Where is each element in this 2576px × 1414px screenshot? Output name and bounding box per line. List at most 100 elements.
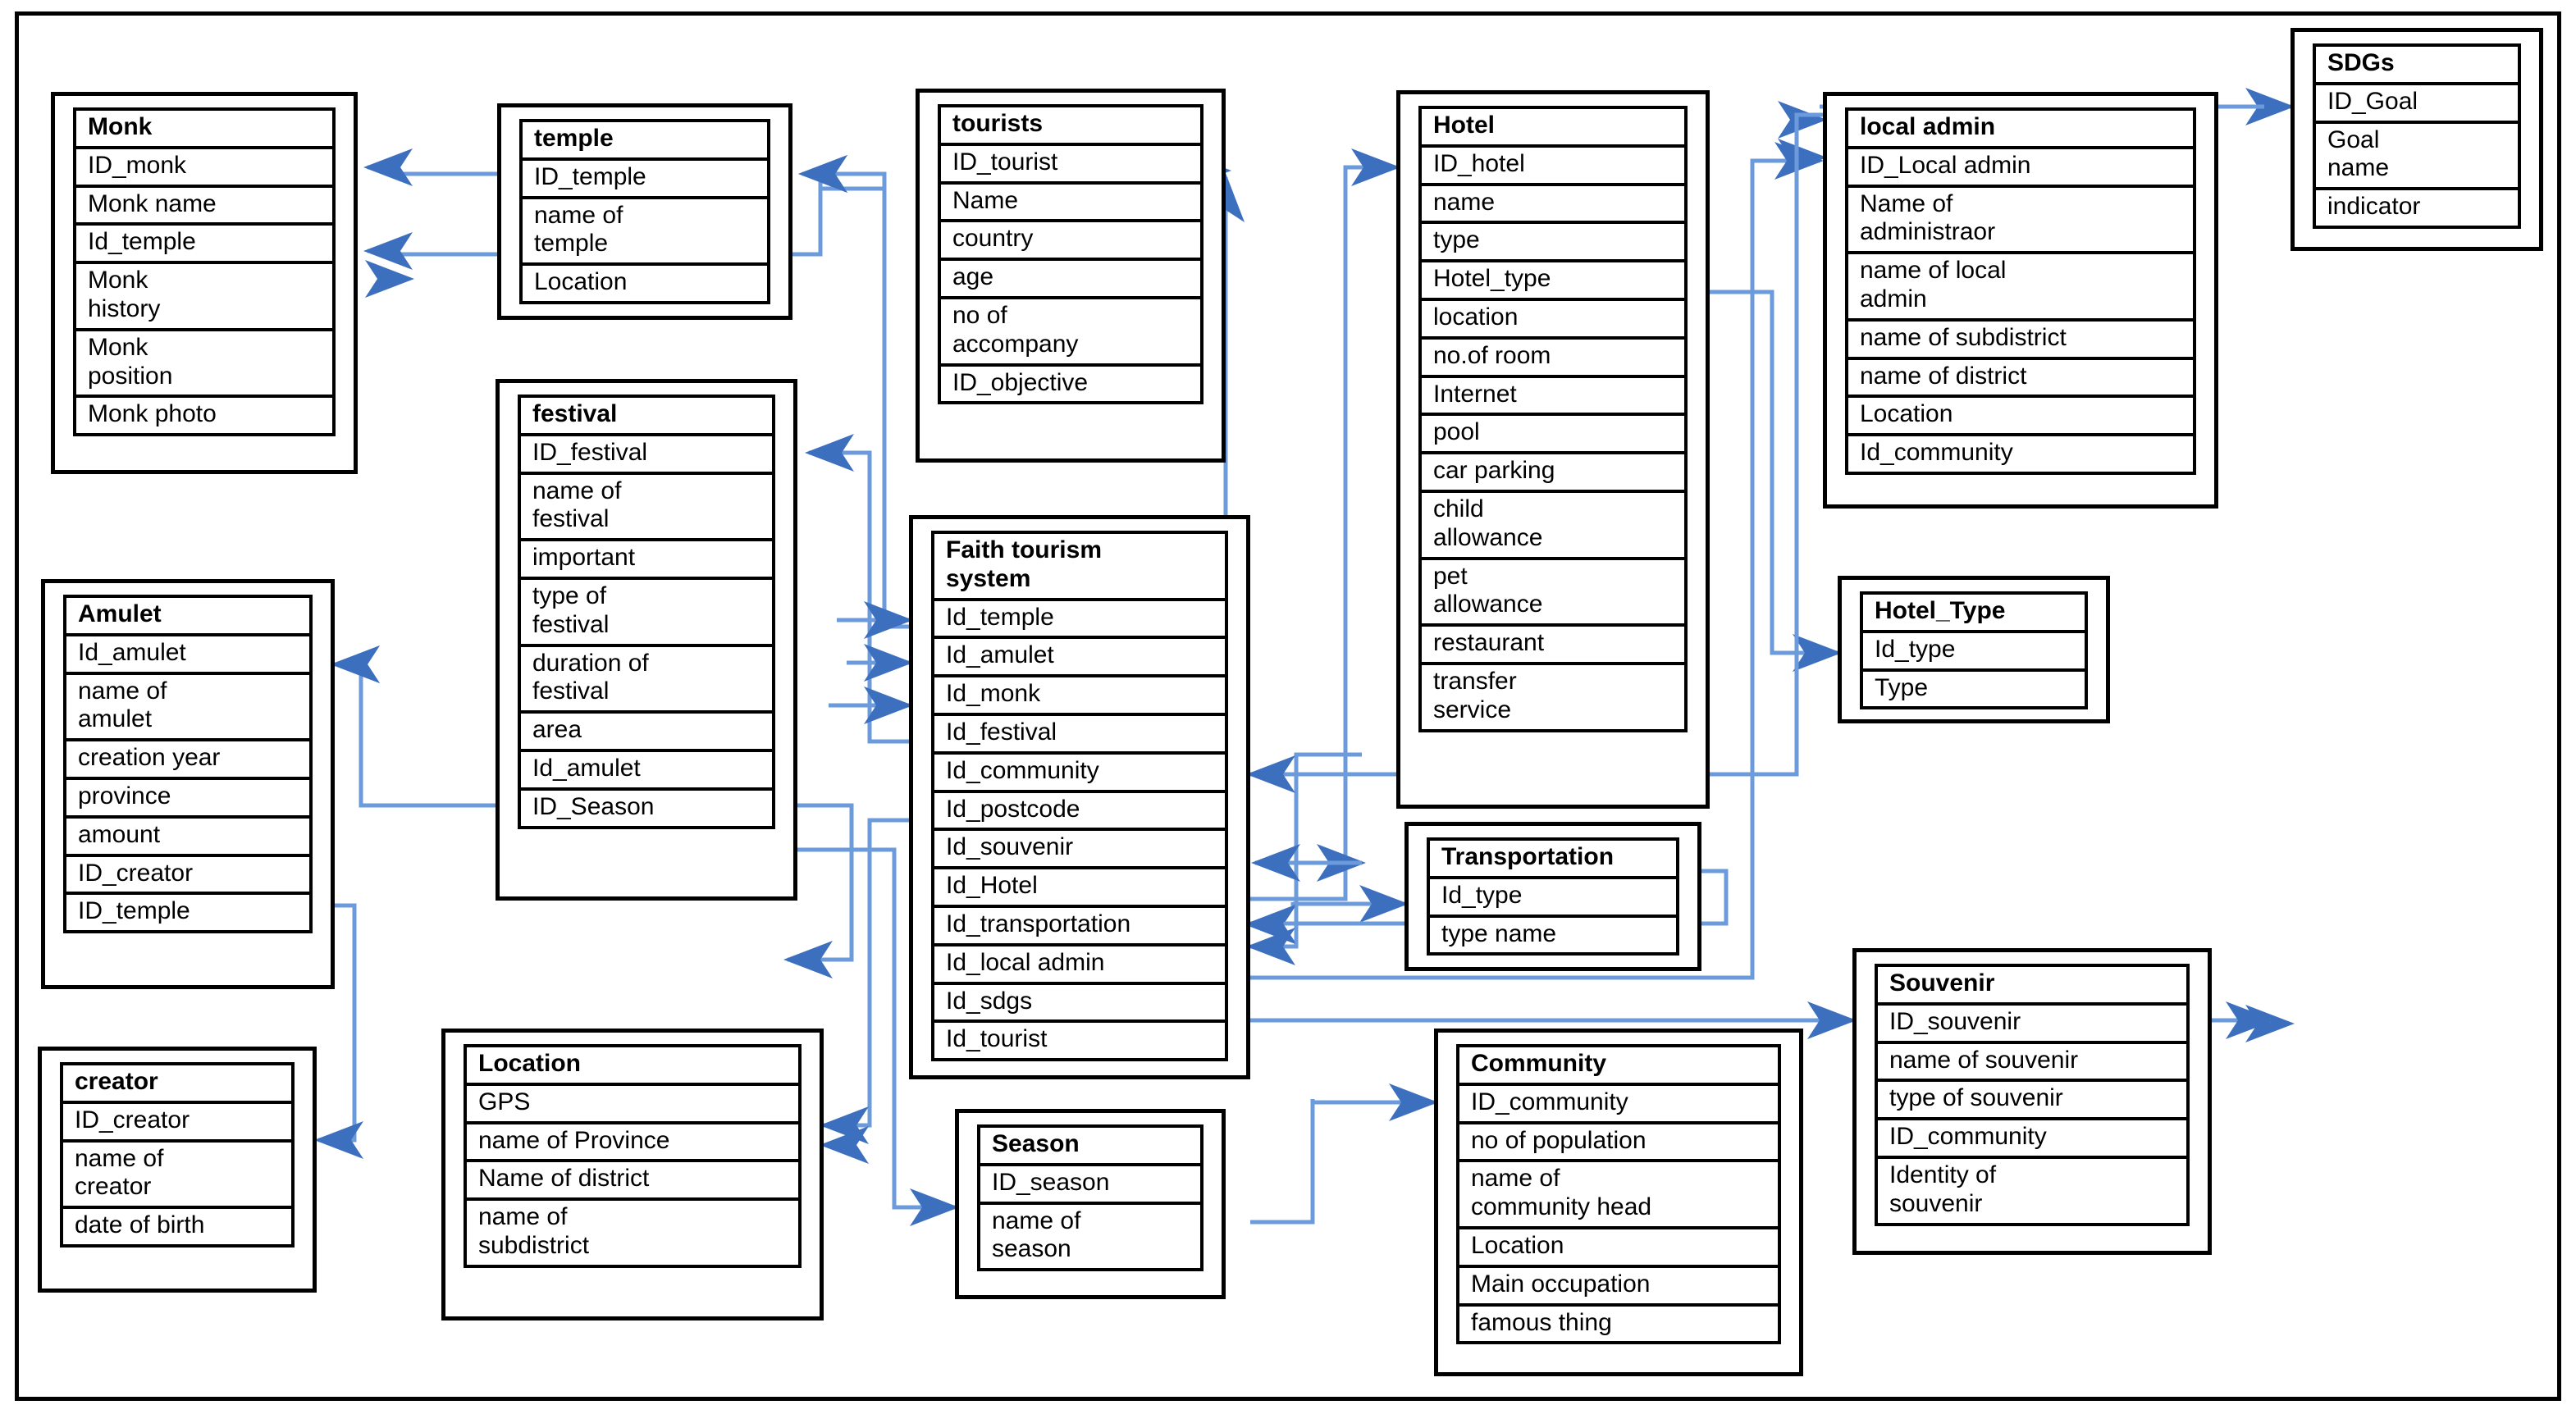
attribute-row[interactable]: area — [521, 714, 772, 752]
attribute-row[interactable]: name of Province — [467, 1124, 798, 1163]
attribute-row[interactable]: Monk name — [76, 188, 332, 226]
attribute-row[interactable]: Name of district — [467, 1162, 798, 1202]
attribute-row[interactable]: Id_souvenir — [934, 831, 1225, 870]
attribute-row[interactable]: no of population — [1459, 1124, 1778, 1163]
attribute-row[interactable]: name of souvenir — [1878, 1044, 2186, 1083]
attribute-row[interactable]: Id_community — [1860, 439, 2013, 467]
attribute-row[interactable]: Id_local admin — [934, 946, 1225, 985]
attribute-row[interactable]: ID_hotel — [1422, 148, 1684, 186]
attribute-row[interactable]: Id_sdgs — [934, 985, 1225, 1024]
attribute-row[interactable]: restaurant — [1422, 627, 1684, 665]
attribute-row[interactable]: child allowance — [1422, 493, 1684, 560]
attribute-row[interactable]: ID_creator — [66, 857, 309, 896]
attribute-row[interactable]: ID_tourist — [941, 146, 1200, 185]
attribute-row[interactable]: Id_community — [934, 755, 1225, 793]
attribute-row[interactable]: Id_tourist — [946, 1025, 1048, 1053]
attribute-row[interactable]: type of souvenir — [1878, 1082, 2186, 1121]
attribute-row[interactable]: ID_monk — [76, 149, 332, 188]
attribute-row[interactable]: car parking — [1422, 454, 1684, 493]
attribute-row[interactable]: Name of administraor — [1848, 188, 2193, 255]
attribute-row[interactable]: name of subdistrict — [478, 1203, 590, 1259]
attribute-row[interactable]: Id_monk — [934, 677, 1225, 716]
attribute-row[interactable]: Id_postcode — [934, 793, 1225, 832]
attribute-row[interactable]: Id_temple — [934, 601, 1225, 640]
attribute-row[interactable]: indicator — [2327, 193, 2421, 221]
attribute-row[interactable]: GPS — [467, 1086, 798, 1124]
attribute-row[interactable]: pet allowance — [1422, 560, 1684, 627]
attribute-row[interactable]: Goal name — [2316, 124, 2518, 191]
attribute-row[interactable]: age — [941, 261, 1200, 299]
attribute-row[interactable]: name of amulet — [66, 675, 309, 742]
attribute-row[interactable]: location — [1422, 301, 1684, 340]
attribute-row[interactable]: name of subdistrict — [1848, 322, 2193, 360]
attribute-row[interactable]: province — [66, 780, 309, 819]
attribute-row[interactable]: type of festival — [521, 580, 772, 647]
attribute-row[interactable]: ID_souvenir — [1878, 1006, 2186, 1044]
attribute-row[interactable]: Id_festival — [934, 716, 1225, 755]
attribute-row[interactable]: type — [1422, 224, 1684, 263]
attribute-row[interactable]: ID_festival — [521, 436, 772, 475]
attribute-row[interactable]: Name — [941, 185, 1200, 223]
attribute-row[interactable]: name of temple — [523, 199, 767, 267]
attribute-row[interactable]: Id_type — [1863, 633, 2085, 672]
attribute-row[interactable]: ID_season — [980, 1166, 1200, 1205]
attribute-row[interactable]: Id_transportation — [934, 908, 1225, 946]
attribute-row[interactable]: creation year — [66, 741, 309, 780]
attribute-row[interactable]: ID_Season — [532, 792, 655, 820]
attribute-row[interactable]: name of season — [992, 1206, 1081, 1263]
attribute-row[interactable]: Monk photo — [88, 400, 217, 428]
attribute-row[interactable]: ID_objective — [952, 368, 1089, 396]
attribute-row[interactable]: Monk history — [76, 264, 332, 331]
attribute-row[interactable]: ID_community — [1459, 1086, 1778, 1124]
attribute-row[interactable]: name of creator — [63, 1143, 291, 1210]
attribute-row[interactable]: ID_temple — [523, 161, 767, 199]
attribute-row[interactable]: country — [941, 222, 1200, 262]
attribute-row[interactable]: ID_temple — [78, 897, 190, 925]
attribute-row[interactable]: ID_Local admin — [1848, 149, 2193, 188]
attribute-row[interactable]: ID_creator — [63, 1104, 291, 1143]
attribute-row[interactable]: amount — [66, 819, 309, 857]
attribute-row[interactable]: Type — [1875, 673, 1929, 701]
attribute-row[interactable]: Id_amulet — [521, 752, 772, 791]
attribute-row[interactable]: duration of festival — [521, 647, 772, 714]
attribute-row[interactable]: no.of room — [1422, 340, 1684, 378]
attribute-row[interactable]: Identity of souvenir — [1889, 1161, 1997, 1217]
attribute-row[interactable]: type name — [1441, 919, 1557, 947]
attribute-row[interactable]: Id_amulet — [66, 636, 309, 675]
attribute-row[interactable]: name of festival — [521, 475, 772, 542]
attribute-row[interactable]: ID_community — [1878, 1120, 2186, 1159]
attribute-row[interactable]: Main occupation — [1459, 1268, 1778, 1307]
attribute-row[interactable]: ID_Goal — [2316, 85, 2518, 124]
attribute-row[interactable]: no of accompany — [941, 299, 1200, 367]
attribute-row[interactable]: name — [1422, 186, 1684, 225]
attribute-row[interactable]: Hotel_type — [1422, 262, 1684, 301]
attribute-row[interactable]: transfer service — [1433, 667, 1517, 723]
attribute-row[interactable]: name of local admin — [1848, 254, 2193, 322]
attribute-row[interactable]: name of district — [1848, 360, 2193, 399]
attribute-row[interactable]: Location — [534, 268, 628, 296]
attribute-row[interactable]: Internet — [1422, 378, 1684, 417]
attribute-row[interactable]: important — [521, 541, 772, 580]
attribute-row[interactable]: name of community head — [1459, 1162, 1778, 1229]
attribute-row[interactable]: Monk position — [76, 331, 332, 399]
attribute-row[interactable]: pool — [1422, 416, 1684, 455]
attribute-row[interactable]: Location — [1848, 398, 2193, 437]
attribute-row[interactable]: date of birth — [75, 1211, 205, 1239]
attribute-row[interactable]: Id_type — [1430, 879, 1676, 918]
